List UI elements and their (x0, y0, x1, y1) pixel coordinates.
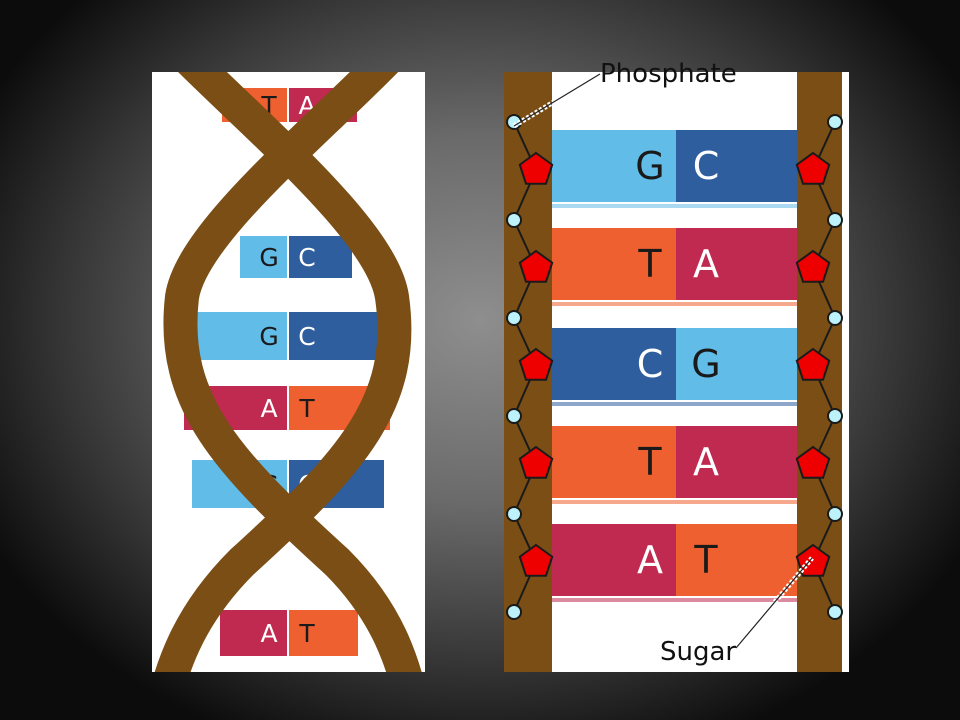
phosphate-label: Phosphate (600, 60, 737, 89)
ladder-base-shadow (552, 204, 797, 208)
ladder-base-letter: T (637, 440, 662, 484)
helix-bond (287, 386, 289, 430)
phosphate-circle (827, 310, 843, 326)
ladder-base-left (552, 524, 676, 596)
helix-bond (287, 88, 289, 122)
helix-base-right (288, 610, 358, 656)
ladder-base-left (552, 228, 676, 300)
ladder-base-letter: T (693, 538, 718, 582)
helix-base-letter: T (298, 394, 315, 423)
helix-strand-2 (163, 72, 422, 672)
sugar-pentagon (518, 543, 554, 577)
helix-base-left (220, 610, 288, 656)
ladder-base-right (676, 228, 797, 300)
sugar-pentagon (795, 249, 831, 283)
ladder-base-right (676, 426, 797, 498)
ladder-base-letter: C (637, 342, 664, 386)
ladder-callouts: Phosphate Sugar (512, 60, 814, 667)
helix-base-right (288, 312, 384, 360)
helix-bond (287, 312, 289, 360)
ladder-base-letter: A (693, 440, 719, 484)
phosphate-circle (506, 506, 522, 522)
helix-base-right (288, 236, 352, 278)
helix-base-letter: G (259, 243, 278, 272)
phosphate-circle (827, 408, 843, 424)
sugar-pentagon (795, 347, 831, 381)
helix-base-letter: T (298, 619, 315, 648)
helix-base-letter: G (259, 322, 278, 351)
phosphate-circle (827, 506, 843, 522)
helix-strand-1 (154, 72, 412, 672)
helix-base-letter: C (298, 322, 315, 351)
helix-backbone-strands (154, 72, 422, 672)
sugar-pentagon (518, 347, 554, 381)
sugar-pentagon (795, 445, 831, 479)
helix-base-left (190, 312, 288, 360)
ladder-base-right (676, 524, 797, 596)
sugar-pentagon (795, 151, 831, 185)
phosphate-circle (827, 114, 843, 130)
ladder-base-letter: A (637, 538, 663, 582)
sugar-leader-line-core (735, 557, 813, 649)
ladder-base-letter: A (693, 242, 719, 286)
ladder-base-left (552, 426, 676, 498)
helix-base-letter: A (260, 394, 277, 423)
ladder-base-shadow (552, 302, 797, 306)
helix-bond (287, 610, 289, 656)
helix-base-letter: C (298, 243, 315, 272)
helix-base-letter: A (260, 619, 277, 648)
ladder-base-shadow (552, 402, 797, 406)
ladder-base-letter: C (693, 144, 720, 188)
sugar-pentagon (518, 445, 554, 479)
phosphate-circle (506, 212, 522, 228)
ladder-base-left (552, 328, 676, 400)
sugar-pentagon (518, 249, 554, 283)
ladder-base-letter: T (637, 242, 662, 286)
ladder-base-letter: G (691, 342, 720, 386)
phosphate-circle (827, 604, 843, 620)
phosphate-circle (506, 408, 522, 424)
phosphate-circle (506, 310, 522, 326)
ladder-base-shadow (552, 598, 797, 602)
helix-base-left (240, 236, 288, 278)
phosphate-circle (827, 212, 843, 228)
phosphate-circle (506, 604, 522, 620)
right-margin (842, 72, 849, 672)
ladder-base-left (552, 130, 676, 202)
sugar-pentagon (518, 151, 554, 185)
helix-bond (287, 236, 289, 278)
ladder-base-letter: G (635, 144, 664, 188)
helix-bond (287, 460, 289, 508)
ladder-base-shadow (552, 500, 797, 504)
left-sugar-phosphate-chain (506, 114, 554, 620)
phosphate-leader-line-core (513, 73, 601, 127)
sugar-label: Sugar (660, 637, 736, 667)
ladder-base-right (676, 328, 797, 400)
ladder-base-right (676, 130, 797, 202)
